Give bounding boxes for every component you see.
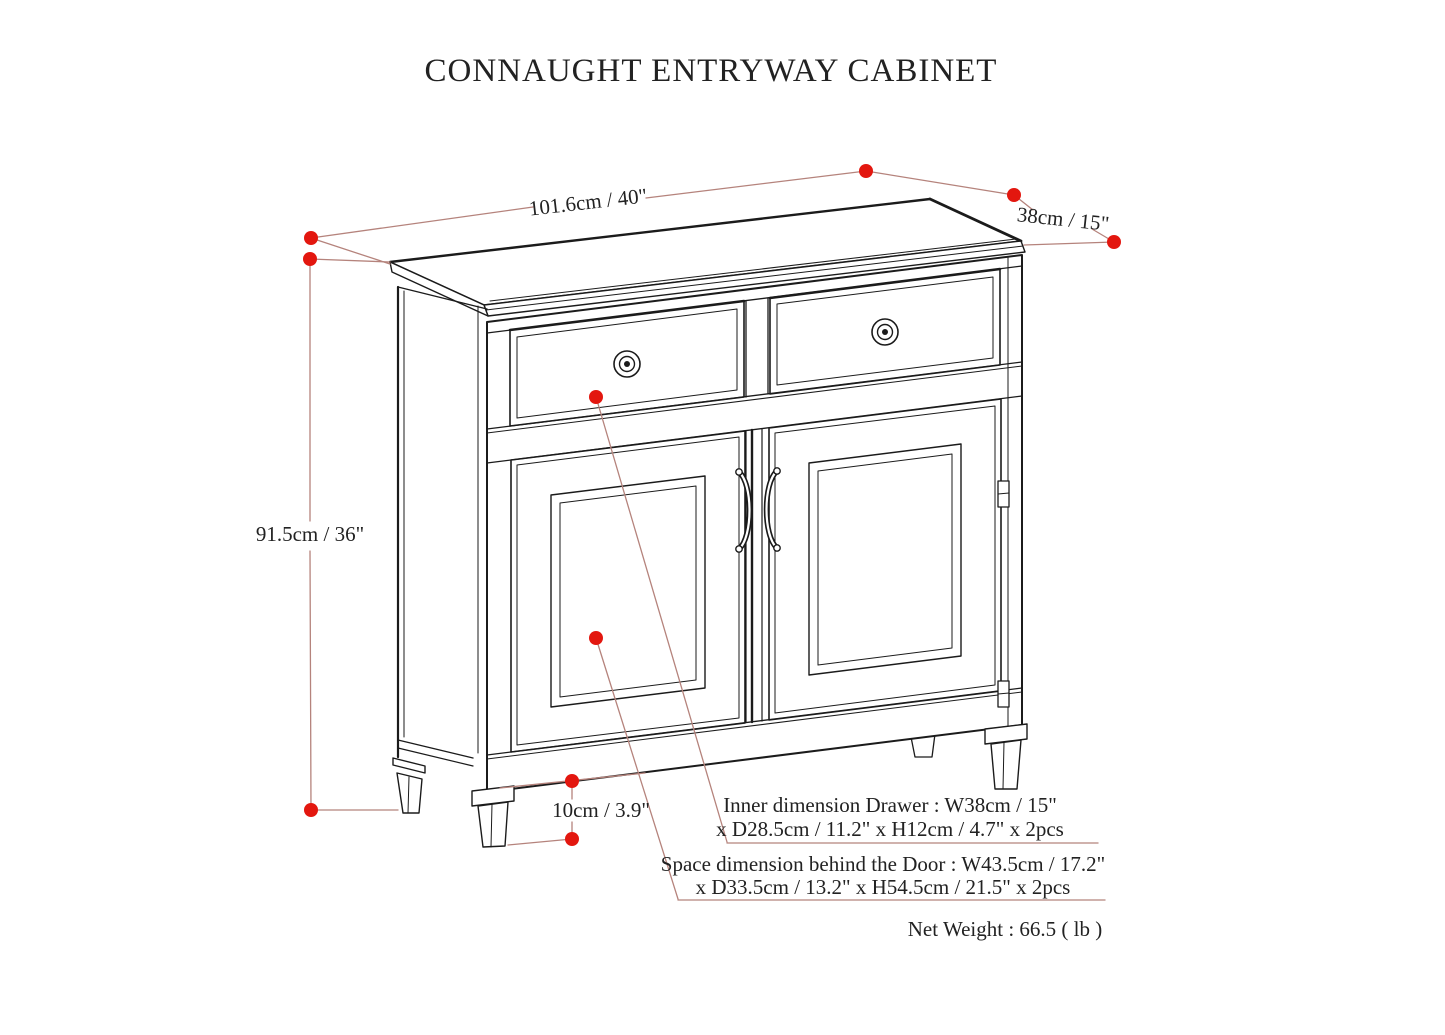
marker-leg-top [565, 774, 579, 788]
marker-width-left [304, 231, 318, 245]
door-annotation-line2: x D33.5cm / 13.2" x H54.5cm / 21.5" x 2p… [696, 875, 1071, 899]
right-drawer [768, 267, 1002, 395]
front-right-leg [984, 723, 1028, 790]
marker-height-bottom [304, 803, 318, 817]
left-side-panel [396, 285, 488, 767]
net-weight-label: Net Weight : 66.5 ( lb ) [908, 917, 1102, 941]
marker-depth-far [1107, 235, 1121, 249]
marker-door [589, 631, 603, 645]
left-drawer [508, 299, 746, 427]
cabinet-drawing [388, 197, 1028, 848]
marker-drawer [589, 390, 603, 404]
marker-leg-bottom [565, 832, 579, 846]
left-door [510, 430, 746, 753]
door-annotation-line1: Space dimension behind the Door : W43.5c… [661, 852, 1105, 876]
depth-dimension-line [865, 170, 1015, 196]
height-dimension-line [309, 258, 391, 263]
door-hinges [997, 480, 1010, 708]
right-door-handle [763, 467, 781, 552]
cabinet-front-face [486, 254, 1023, 793]
width-dimension-label: 101.6cm / 40" [528, 183, 649, 220]
door-callout-leader [595, 637, 679, 900]
front-left-leg [471, 785, 515, 848]
left-drawer-knob [613, 350, 641, 378]
left-door-handle [735, 468, 753, 553]
diagram-title: CONNAUGHT ENTRYWAY CABINET [425, 53, 998, 89]
marker-depth-near [1007, 188, 1021, 202]
right-drawer-knob [871, 318, 899, 346]
dimension-lines [309, 170, 1115, 901]
marker-width-right [859, 164, 873, 178]
leg-dimension-label: 10cm / 3.9" [552, 798, 650, 822]
width-dimension-line [310, 206, 534, 239]
marker-height-top [303, 252, 317, 266]
drawer-annotation-line1: Inner dimension Drawer : W38cm / 15" [723, 793, 1057, 817]
depth-dimension-label: 38cm / 15" [1016, 202, 1111, 236]
rear-left-leg [392, 757, 426, 814]
height-dimension-label: 91.5cm / 36" [256, 522, 364, 546]
drawer-callout-leader [595, 396, 728, 843]
dimension-markers [303, 164, 1121, 846]
drawer-annotation-line2: x D28.5cm / 11.2" x H12cm / 4.7" x 2pcs [716, 817, 1064, 841]
